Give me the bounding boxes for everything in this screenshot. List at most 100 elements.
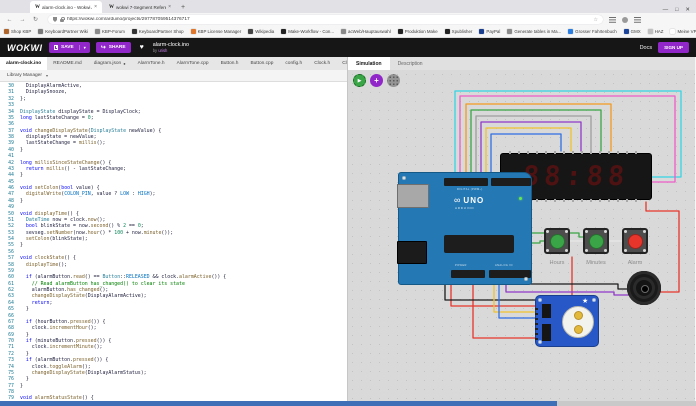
code-line[interactable]: 31 DisplaySnooze, [0, 89, 347, 95]
code-line[interactable]: 65 } [0, 306, 347, 312]
code-line[interactable]: 72 } [0, 351, 347, 357]
url-text[interactable]: https://wokwi.com/arduino/projects/29778… [67, 17, 190, 22]
rtc-module[interactable]: ★ [535, 295, 599, 347]
code-line[interactable]: 67 if (hourButton.pressed()) { [0, 319, 347, 325]
tab-close-icon[interactable]: × [168, 4, 171, 10]
code-line[interactable]: 36 [0, 121, 347, 127]
bookmark-item[interactable]: HAZ [647, 29, 663, 34]
code-line[interactable]: 55} [0, 242, 347, 248]
new-tab-button[interactable]: + [181, 4, 186, 11]
wire[interactable] [480, 121, 582, 186]
wire[interactable] [475, 115, 592, 186]
code-line[interactable]: 60 if (alarmButton.read() == Button::REL… [0, 274, 347, 280]
code-line[interactable]: 66 [0, 313, 347, 319]
wire[interactable] [465, 103, 612, 186]
code-line[interactable]: 47 digitalWrite(COLON_PIN, value ? LOW :… [0, 191, 347, 197]
button-cap[interactable] [627, 233, 643, 249]
tab-description[interactable]: Description [397, 60, 423, 67]
maximize-button[interactable]: □ [675, 7, 679, 13]
code-line[interactable]: 53 sevseg.setNumber(now.hour() * 100 + n… [0, 230, 347, 236]
file-tab-clock-cpp[interactable]: Clock.cpp [342, 61, 347, 66]
close-button[interactable]: ✕ [685, 7, 690, 13]
file-tab-alarmtone-cpp[interactable]: AlarmTone.cpp [176, 61, 209, 66]
minimize-button[interactable]: — [662, 7, 669, 13]
tab-simulation[interactable]: Simulation [348, 57, 390, 70]
browser-tab-active[interactable]: W alarm-clock.ino - Wokwi Ardui × [30, 1, 102, 13]
code-line[interactable]: 39 lastStateChange = millis(); [0, 140, 347, 146]
bookmark-item[interactable]: GMX [623, 29, 641, 34]
code-line[interactable]: 77} [0, 383, 347, 389]
code-line[interactable]: 75 changeDisplayState(DisplayAlarmStatus… [0, 370, 347, 376]
simulation-canvas[interactable]: ▶ + 88:88 DIGITAL (PWM [348, 70, 695, 401]
save-dropdown-caret[interactable]: ▾ [78, 45, 90, 50]
code-line[interactable]: 33 [0, 102, 347, 108]
pushbutton-alarm[interactable] [622, 228, 648, 254]
wire[interactable] [490, 133, 562, 186]
file-tab-readme-md[interactable]: README.md [53, 61, 82, 66]
like-heart-icon[interactable]: ♥ [139, 44, 144, 51]
code-line[interactable]: 64 return; [0, 300, 347, 306]
code-line[interactable]: 68 clock.incrementHour(); [0, 325, 347, 331]
browser-tab[interactable]: W wokwi 7-Segment Reference | W × [104, 1, 176, 13]
file-tab-button-h[interactable]: Button.h [220, 61, 239, 66]
account-icon[interactable] [622, 16, 628, 23]
signup-button[interactable]: SIGN UP [658, 42, 689, 53]
docs-link[interactable]: Docs [639, 44, 653, 51]
wire[interactable] [498, 277, 539, 319]
code-line[interactable]: 51 DateTime now = clock.now(); [0, 217, 347, 223]
bookmark-star-icon[interactable]: ☆ [593, 16, 598, 23]
code-line[interactable]: 38 displayState = newValue; [0, 134, 347, 140]
wire[interactable] [485, 127, 572, 186]
wire[interactable] [459, 95, 676, 186]
file-tab-config-h[interactable]: config.h [285, 61, 303, 66]
bookmark-item[interactable]: KeyboardPartner Wiki [38, 29, 88, 34]
code-line[interactable]: 43 return millis() - lastStateChange; [0, 166, 347, 172]
code-line[interactable]: 71 clock.incrementMinute(); [0, 344, 347, 350]
pushbutton-hours[interactable] [544, 228, 570, 254]
arduino-uno-board[interactable]: DIGITAL (PWM~) ∞UNO ARDUINO POWER ANALOG… [397, 172, 532, 285]
wire[interactable] [454, 90, 682, 186]
code-line[interactable]: 30 DisplayAlarmActive, [0, 83, 347, 89]
code-line[interactable]: 74 clock.toggleAlarm(); [0, 364, 347, 370]
bookmark-item[interactable]: Meine VPN [670, 29, 696, 34]
button-cap[interactable] [588, 233, 604, 249]
file-tab-alarm-clock-ino[interactable]: alarm-clock.ino [0, 57, 48, 70]
bookmark-item[interactable]: KBP License Manager [190, 29, 241, 34]
code-line[interactable]: 45 [0, 179, 347, 185]
code-line[interactable]: 48} [0, 198, 347, 204]
code-line[interactable]: 61 // Read alarmButton has_changed() to … [0, 281, 347, 287]
bookmark-item[interactable]: Make-Workflow - Con... [281, 29, 334, 34]
bookmark-item[interactable]: Shop KBP [4, 29, 31, 34]
pushbutton-minutes[interactable] [583, 228, 609, 254]
add-part-button[interactable]: + [370, 74, 383, 87]
wire[interactable] [493, 277, 539, 313]
bookmark-item[interactable]: KeyboardPartner Shop [131, 29, 184, 34]
author-link[interactable]: urish [158, 48, 168, 53]
forward-button[interactable]: → [19, 16, 26, 23]
code-line[interactable]: 73 if (alarmButton.pressed()) { [0, 357, 347, 363]
seven-segment-display[interactable]: 88:88 [500, 151, 652, 202]
code-line[interactable]: 32}; [0, 96, 347, 102]
tab-close-icon[interactable]: × [94, 4, 97, 10]
bookmark-item[interactable]: Xpublisher [444, 29, 472, 34]
code-line[interactable]: 40} [0, 147, 347, 153]
shield-icon[interactable] [53, 17, 57, 22]
file-tab-clock-h[interactable]: Clock.h [314, 61, 331, 66]
button-cap[interactable] [549, 233, 565, 249]
back-button[interactable]: ← [6, 16, 13, 23]
code-line[interactable]: 63 changeDisplayState(DisplayAlarmActive… [0, 293, 347, 299]
code-line[interactable]: 69 } [0, 332, 347, 338]
bookmark-item[interactable]: Produktion Make [397, 29, 438, 34]
wokwi-logo[interactable]: WOKWI [7, 42, 43, 53]
bookmark-item[interactable]: Grosser Fahrtenbuch [568, 29, 617, 34]
bookmark-item[interactable]: KBP-Forum [94, 29, 125, 34]
share-button[interactable]: ↪SHARE [95, 42, 131, 53]
